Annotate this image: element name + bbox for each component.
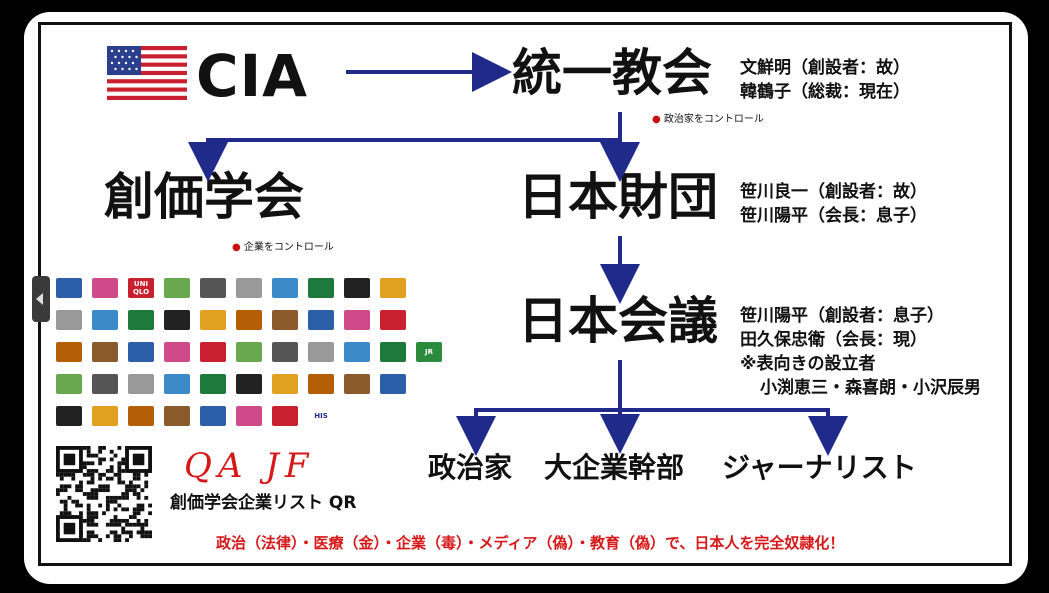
- company-logo-grid: UNI QLO JR HIS: [56, 272, 442, 432]
- company-logo-icon: [272, 310, 298, 330]
- company-logo-icon: [272, 342, 298, 362]
- company-logo-icon: [344, 374, 370, 394]
- kaigi-founder-note: 笹川陽平（創設者：息子）: [740, 306, 944, 326]
- company-logo-icon: [92, 342, 118, 362]
- foundation-founder-note: 笹川良一（創設者：故）: [740, 182, 927, 202]
- branch-line: [474, 408, 830, 432]
- company-logo-icon: [272, 278, 298, 298]
- qr-caption: 創価学会企業リスト QR: [170, 493, 357, 513]
- company-logo-icon: [164, 278, 190, 298]
- company-logo-icon: [308, 310, 334, 330]
- node-executives: 大企業幹部: [544, 451, 685, 484]
- company-logo-icon: [308, 278, 334, 298]
- slide-frame: [24, 12, 1028, 584]
- company-logo-icon: [200, 374, 226, 394]
- company-logo-icon: [128, 374, 154, 394]
- red-dot-icon: ●: [232, 242, 244, 253]
- node-politicians: 政治家: [428, 451, 513, 484]
- company-logo-icon: [92, 310, 118, 330]
- kaigi-public-founders-names: 小渕恵三・森喜朗・小沢辰男: [760, 378, 981, 398]
- qr-code-icon[interactable]: [56, 446, 152, 542]
- company-logo-icon: [200, 406, 226, 426]
- brand-logo-1: JR: [416, 342, 442, 362]
- company-logo-icon: [236, 374, 262, 394]
- bottom-slogan: 政治（法律）・医療（金）・企業（毒）・メディア（偽）・教育（偽）で、日本人を完全…: [216, 534, 845, 552]
- company-logo-icon: [200, 310, 226, 330]
- company-logo-icon: [56, 310, 82, 330]
- company-logo-icon: [200, 278, 226, 298]
- node-nippon-kaigi: 日本会議: [518, 292, 718, 350]
- company-logo-icon: [200, 342, 226, 362]
- company-logo-icon: [164, 310, 190, 330]
- node-unification-church: 統一教会: [512, 44, 712, 102]
- company-logo-icon: [56, 406, 82, 426]
- red-dot-icon: ●: [652, 114, 664, 125]
- company-logo-icon: [164, 342, 190, 362]
- company-logo-icon: [92, 278, 118, 298]
- company-logo-icon: [272, 406, 298, 426]
- company-logo-icon: [128, 342, 154, 362]
- company-logo-icon: [236, 342, 262, 362]
- company-logo-icon: [56, 374, 82, 394]
- company-logo-icon: [236, 278, 262, 298]
- company-logo-icon: [308, 374, 334, 394]
- handwritten-mark: QA JF: [184, 446, 315, 486]
- kaigi-chair-note: 田久保忠衛（会長：現）: [740, 330, 927, 350]
- company-logo-icon: [380, 342, 406, 362]
- company-logo-icon: [272, 374, 298, 394]
- unification-founder-note: 文鮮明（創設者：故）: [740, 58, 910, 78]
- company-logo-icon: [164, 374, 190, 394]
- company-logo-icon: [344, 342, 370, 362]
- node-journalists: ジャーナリスト: [722, 451, 917, 484]
- company-logo-icon: [344, 310, 370, 330]
- kaigi-public-founder-note: ※表向きの設立者: [740, 354, 876, 374]
- unification-control-note: ● 政治家をコントロール: [652, 114, 764, 125]
- previous-slide-button[interactable]: [32, 276, 50, 322]
- company-logo-icon: [128, 310, 154, 330]
- company-logo-icon: [236, 310, 262, 330]
- company-logo-icon: [164, 406, 190, 426]
- company-logo-icon: [236, 406, 262, 426]
- company-logo-icon: [56, 342, 82, 362]
- brand-logo-2: HIS: [308, 406, 334, 426]
- node-cia: CIA: [196, 42, 309, 110]
- foundation-chair-note: 笹川陽平（会長：息子）: [740, 206, 927, 226]
- soka-control-note: ● 企業をコントロール: [232, 242, 334, 253]
- company-logo-icon: [92, 374, 118, 394]
- company-logo-icon: [92, 406, 118, 426]
- unification-president-note: 韓鶴子（総裁：現在）: [740, 82, 910, 102]
- us-flag-icon: [107, 46, 187, 100]
- arrow-unification-to-soka: [188, 138, 620, 182]
- company-logo-icon: [380, 278, 406, 298]
- company-logo-icon: [56, 278, 82, 298]
- company-logo-icon: [380, 374, 406, 394]
- brand-logo-0: UNI QLO: [128, 278, 154, 298]
- company-logo-icon: [128, 406, 154, 426]
- company-logo-icon: [380, 310, 406, 330]
- company-logo-icon: [344, 278, 370, 298]
- company-logo-icon: [308, 342, 334, 362]
